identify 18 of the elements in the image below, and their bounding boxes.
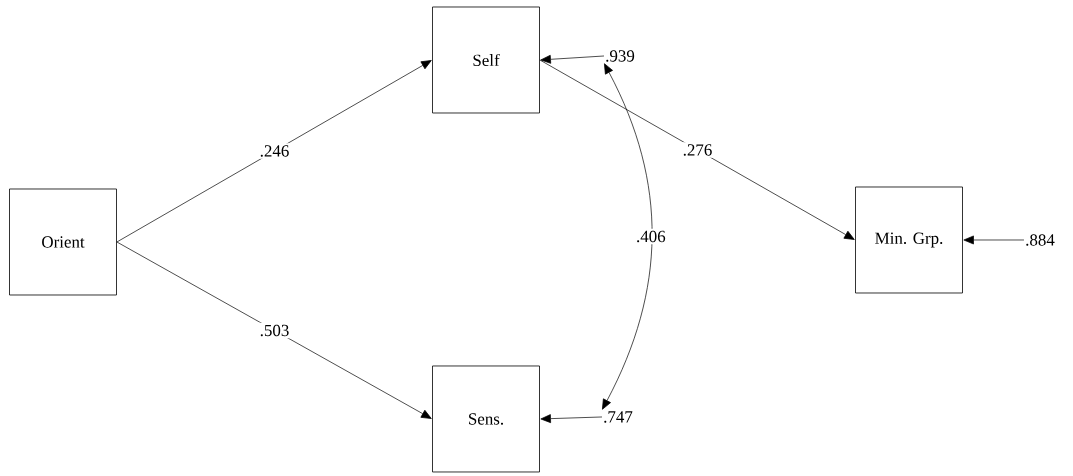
edge-label: .276 (683, 144, 712, 156)
variable-box: Orient (9, 188, 117, 296)
arrow (116, 60, 432, 243)
covariance-arrow (602, 63, 653, 410)
residual-value: .939 (606, 50, 635, 62)
arrow (539, 59, 855, 240)
arrow (540, 54, 605, 64)
variable-box: Self (432, 6, 540, 114)
residual-value: .884 (1026, 234, 1055, 246)
edge-label: .503 (260, 324, 289, 337)
variable-box: Sens. (432, 365, 540, 473)
edge-label: .406 (637, 230, 666, 243)
residual-value: .747 (604, 411, 633, 423)
arrow (540, 414, 603, 424)
variable-box: Min. Grp. (855, 186, 963, 294)
edge-label: .246 (260, 145, 289, 157)
arrow (116, 241, 432, 419)
arrow (963, 235, 1025, 245)
